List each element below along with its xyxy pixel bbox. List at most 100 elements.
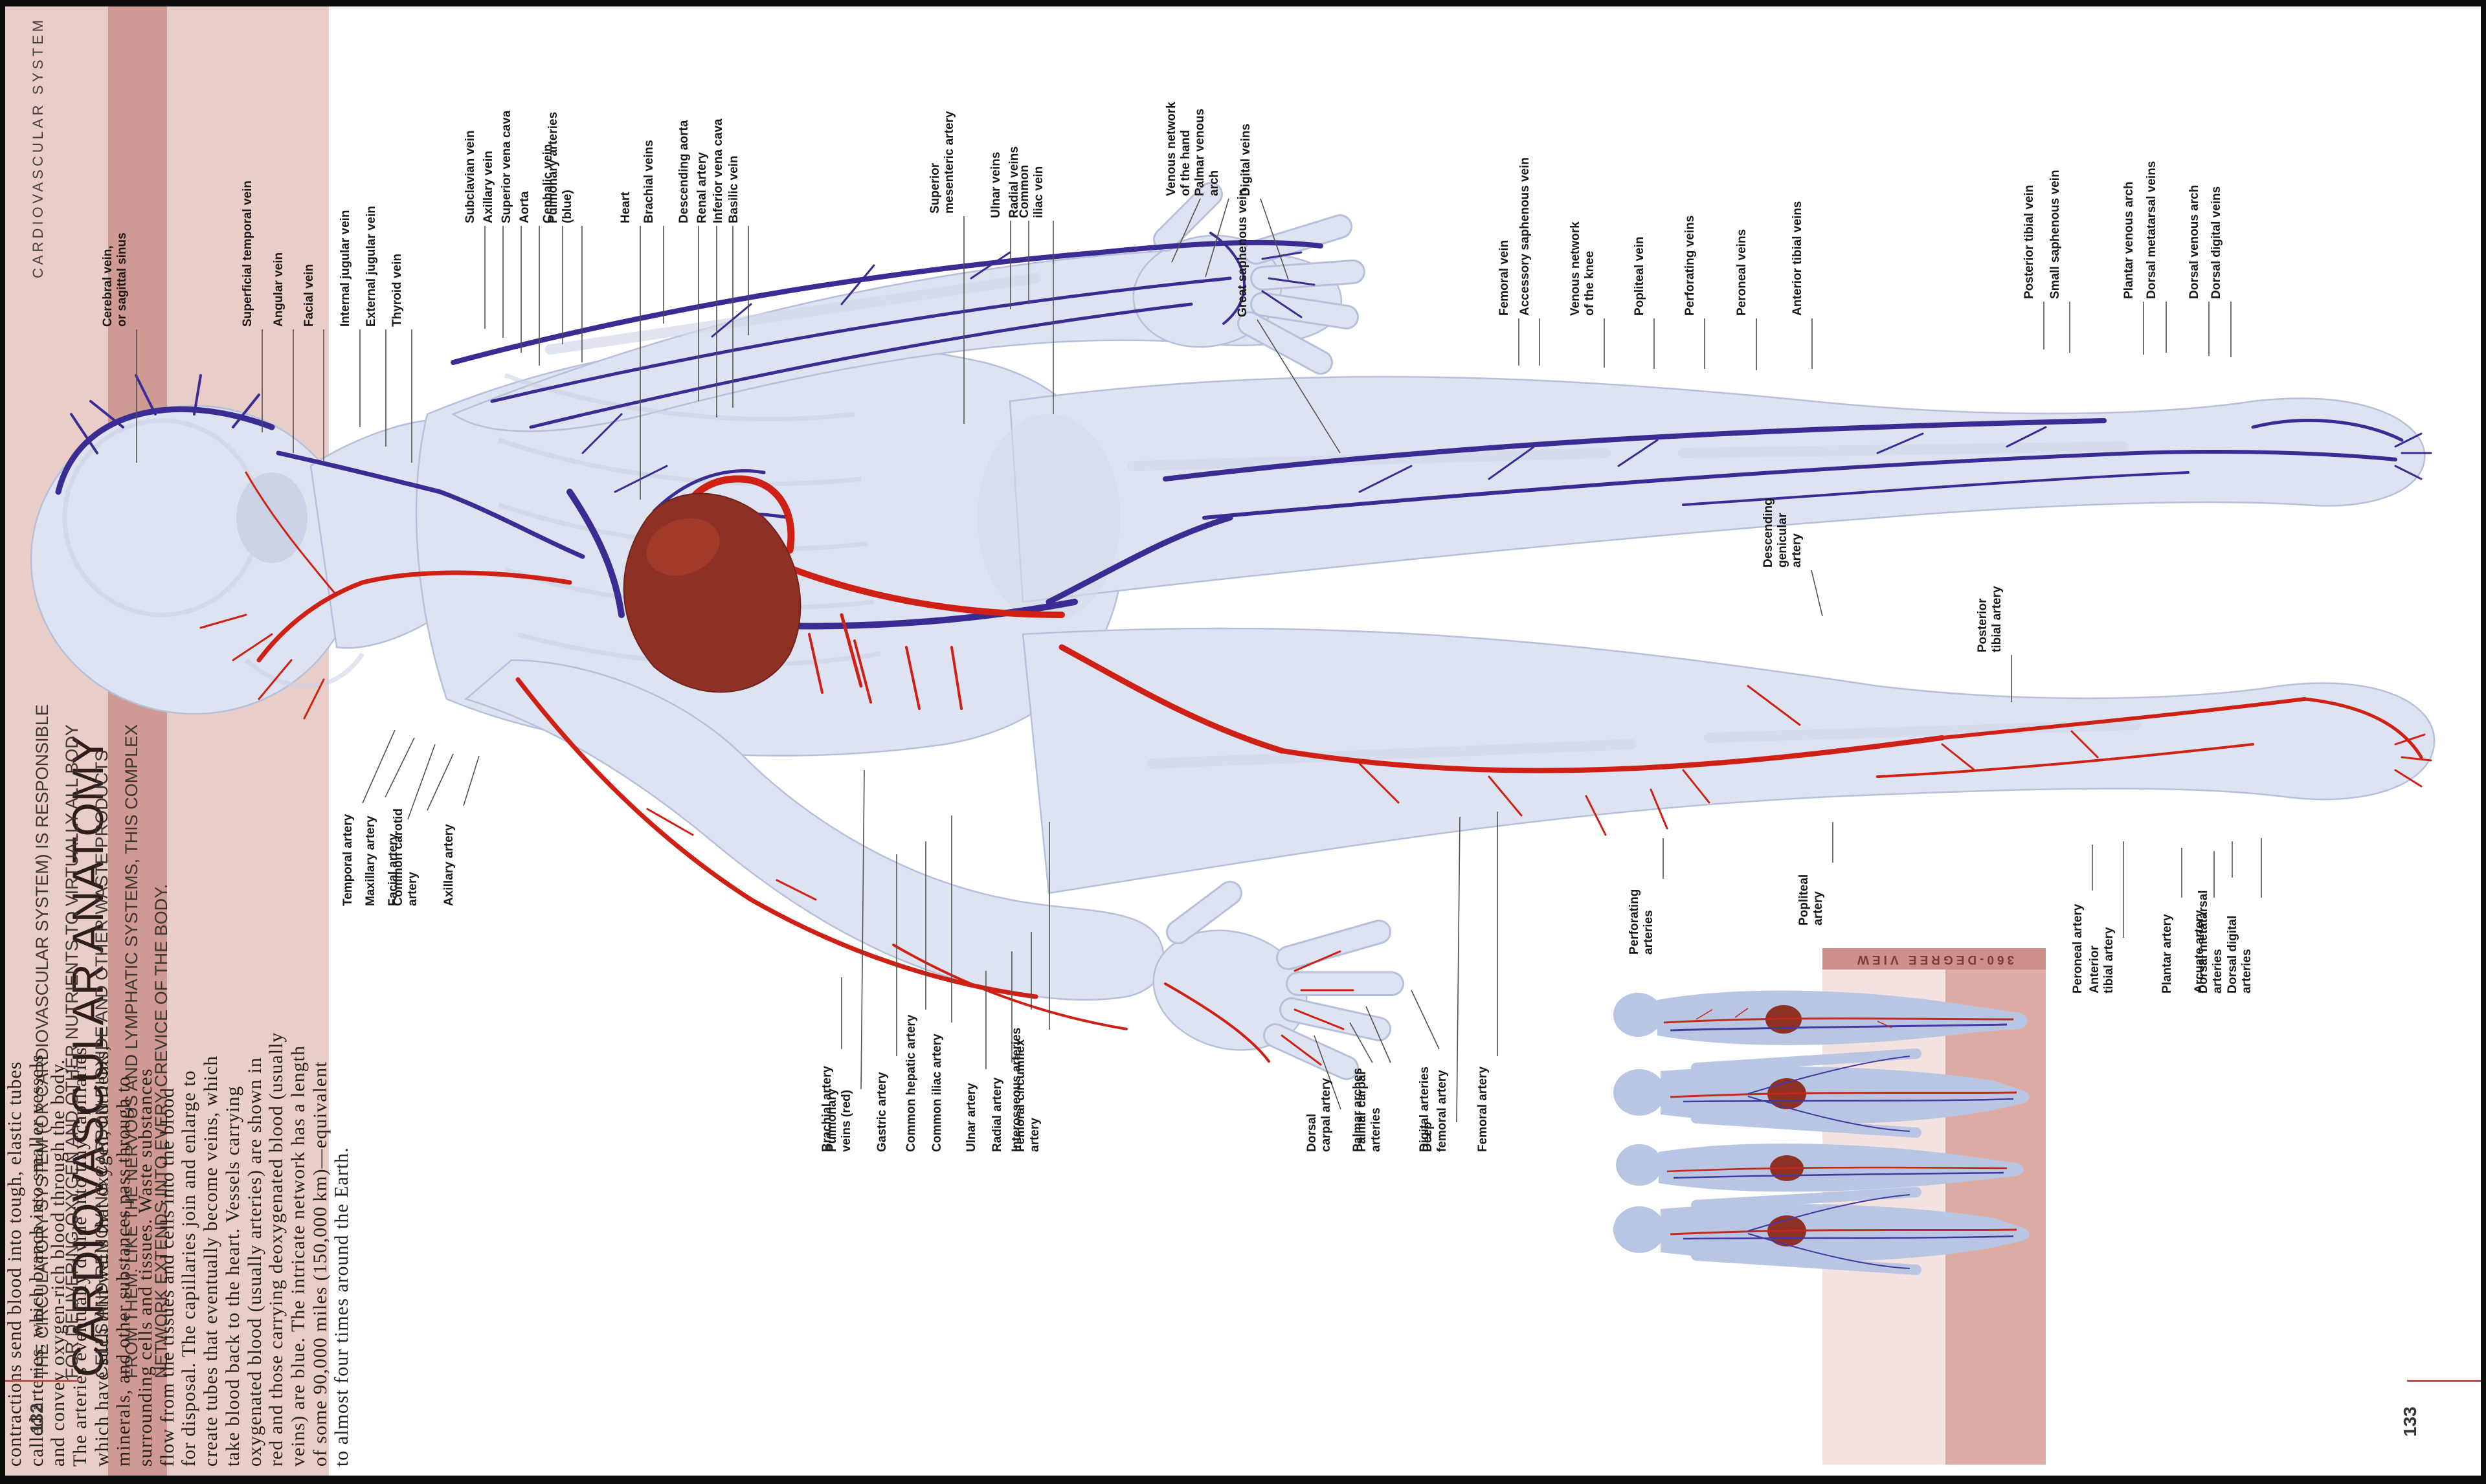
mini-figure-side-1 (1613, 990, 2028, 1045)
page-border-bottom (0, 1476, 2486, 1484)
vessel-label: Femoral circumflex artery (1014, 1039, 1042, 1152)
vessel-label: Femoral vein (1497, 239, 1511, 316)
vessel-label: Perforating arteries (1628, 889, 1655, 955)
vessel-label: Palmar venous arch (1193, 108, 1221, 196)
vessel-label: Pulmonary arteries (blue) (546, 111, 574, 223)
leader-line (1314, 1035, 1341, 1110)
vessel-label: Pulmonary veins (red) (825, 1088, 853, 1152)
mini-figures (1613, 990, 2030, 1275)
vessel-label: Axillary vein (482, 151, 495, 223)
leader-line (1456, 816, 1461, 1123)
vessel-label: Plantar artery (2160, 914, 2174, 993)
vessel-label: Gastric artery (875, 1072, 889, 1152)
page-border-top (0, 0, 2486, 6)
vessel-label: Common hepatic artery (904, 1014, 918, 1152)
vessel-label: Great saphenous vein (1236, 188, 1249, 317)
vessel-label: Posterior tibial artery (1976, 586, 2004, 652)
page-border-left (0, 0, 5, 1484)
page-border-right (2481, 0, 2486, 1484)
vessel-label: Plantar venous arch (2122, 181, 2136, 299)
vessel-label: Peroneal artery (2071, 903, 2085, 993)
vessel-label: Small saphenous vein (2048, 170, 2062, 299)
vessel-label: Temporal artery (341, 814, 355, 906)
leader-line (1811, 570, 1823, 617)
vessel-label: Venous network of the knee (1569, 221, 1596, 316)
leader-line (860, 770, 865, 1090)
left-pink-panel (5, 6, 329, 1476)
vessel-label: Common iliac artery (930, 1034, 944, 1152)
vessel-label: Superficial temporal vein (241, 181, 254, 327)
vessel-label: Dorsal metatarsal veins (2145, 161, 2158, 299)
arteries (199, 471, 2432, 1066)
vessel-label: Digital veins (1239, 124, 1253, 196)
vessel-label: Dorsal digital veins (2210, 186, 2223, 299)
vessel-label: Palmar carpal arteries (1355, 1071, 1383, 1152)
fingers (1155, 184, 1402, 1078)
vessel-label: Dorsal carpal artery (1305, 1078, 1333, 1152)
mini-figure-front-1 (1613, 1048, 2030, 1138)
veins (55, 232, 2432, 675)
vessel-label: Common iliac vein (1018, 164, 1046, 218)
body-paragraph: The circulatory system is composed of th… (0, 1032, 353, 1467)
vessel-label: External jugular vein (364, 206, 378, 327)
vessel-label: Descending aorta (677, 120, 691, 223)
page-number-left: 132 (27, 1403, 47, 1434)
vessel-label: Accessory saphenous vein (1518, 157, 1532, 316)
vessel-label: Subclavian vein (464, 130, 477, 223)
vessel-label: Maxillary artery (364, 815, 377, 906)
title-band (108, 6, 167, 1476)
page-number-right: 133 (2400, 1406, 2420, 1437)
mini-figure-front-2 (1613, 1187, 2030, 1275)
leader-line (385, 737, 415, 798)
vessel-label: Renal artery (695, 152, 709, 223)
folio-rule-right (2407, 1380, 2481, 1382)
vessel-label: Popliteal artery (1797, 874, 1825, 925)
long-bones (545, 273, 2142, 769)
vessel-label: Superior vena cava (500, 110, 513, 223)
vessel-label: Superior mesenteric artery (928, 111, 956, 214)
vessel-label: Radial artery (991, 1077, 1004, 1152)
vessel-label: Common carotid artery (392, 808, 420, 906)
vessel-label: Peroneal veins (1735, 228, 1749, 316)
vessel-label: Axillary artery (442, 824, 456, 906)
banner-360: 360-DEGREE VIEW (1822, 948, 2046, 969)
vessel-label: Popliteal vein (1633, 236, 1646, 316)
vessel-label: Dorsal metatarsal arteries (2197, 890, 2224, 993)
vessel-label: Ulnar veins (989, 151, 1003, 218)
vessel-label: Anterior tibial artery (2088, 927, 2116, 993)
vessel-label: Dorsal digital arteries (2226, 915, 2254, 993)
vessel-label: Internal jugular vein (339, 210, 352, 327)
vessel-label: Cerebral vein, or sagittal sinus (101, 232, 129, 327)
section-header: CARDIOVASCULAR SYSTEM (30, 16, 46, 278)
leader-line (407, 744, 436, 820)
vessel-label: Inferior vena cava (711, 118, 725, 223)
vessel-label: Thyroid vein (390, 254, 404, 327)
heart (623, 493, 801, 693)
folio-rule-left (5, 1380, 79, 1382)
vessel-label: Posterior tibial vein (2022, 184, 2036, 299)
vessel-label: Dorsal venous arch (2188, 184, 2201, 299)
vessel-label: Perforating veins (1683, 215, 1697, 316)
vessel-label: Angular vein (272, 252, 286, 327)
leader-line (1205, 198, 1229, 278)
pelvis (978, 414, 1120, 621)
vessel-label: Brachial veins (642, 140, 656, 223)
leader-line (1257, 319, 1341, 454)
leader-line (1171, 198, 1201, 263)
vessel-label: Facial vein (302, 263, 316, 327)
vessel-label: Ulnar artery (965, 1083, 978, 1152)
leader-line (1365, 1006, 1391, 1063)
leader-line (427, 753, 454, 811)
vessel-label: Basilic vein (727, 155, 741, 223)
vessel-label: Venous network of the hand (1165, 102, 1193, 196)
eye-socket (236, 472, 308, 563)
vessel-label: Anterior tibial veins (1791, 201, 1804, 316)
leader-line (1349, 1022, 1373, 1063)
leader-line (1260, 198, 1289, 280)
leader-line (362, 729, 396, 804)
vessel-label: Femoral artery (1476, 1066, 1490, 1152)
mini-figure-side-2 (1616, 1143, 2024, 1192)
